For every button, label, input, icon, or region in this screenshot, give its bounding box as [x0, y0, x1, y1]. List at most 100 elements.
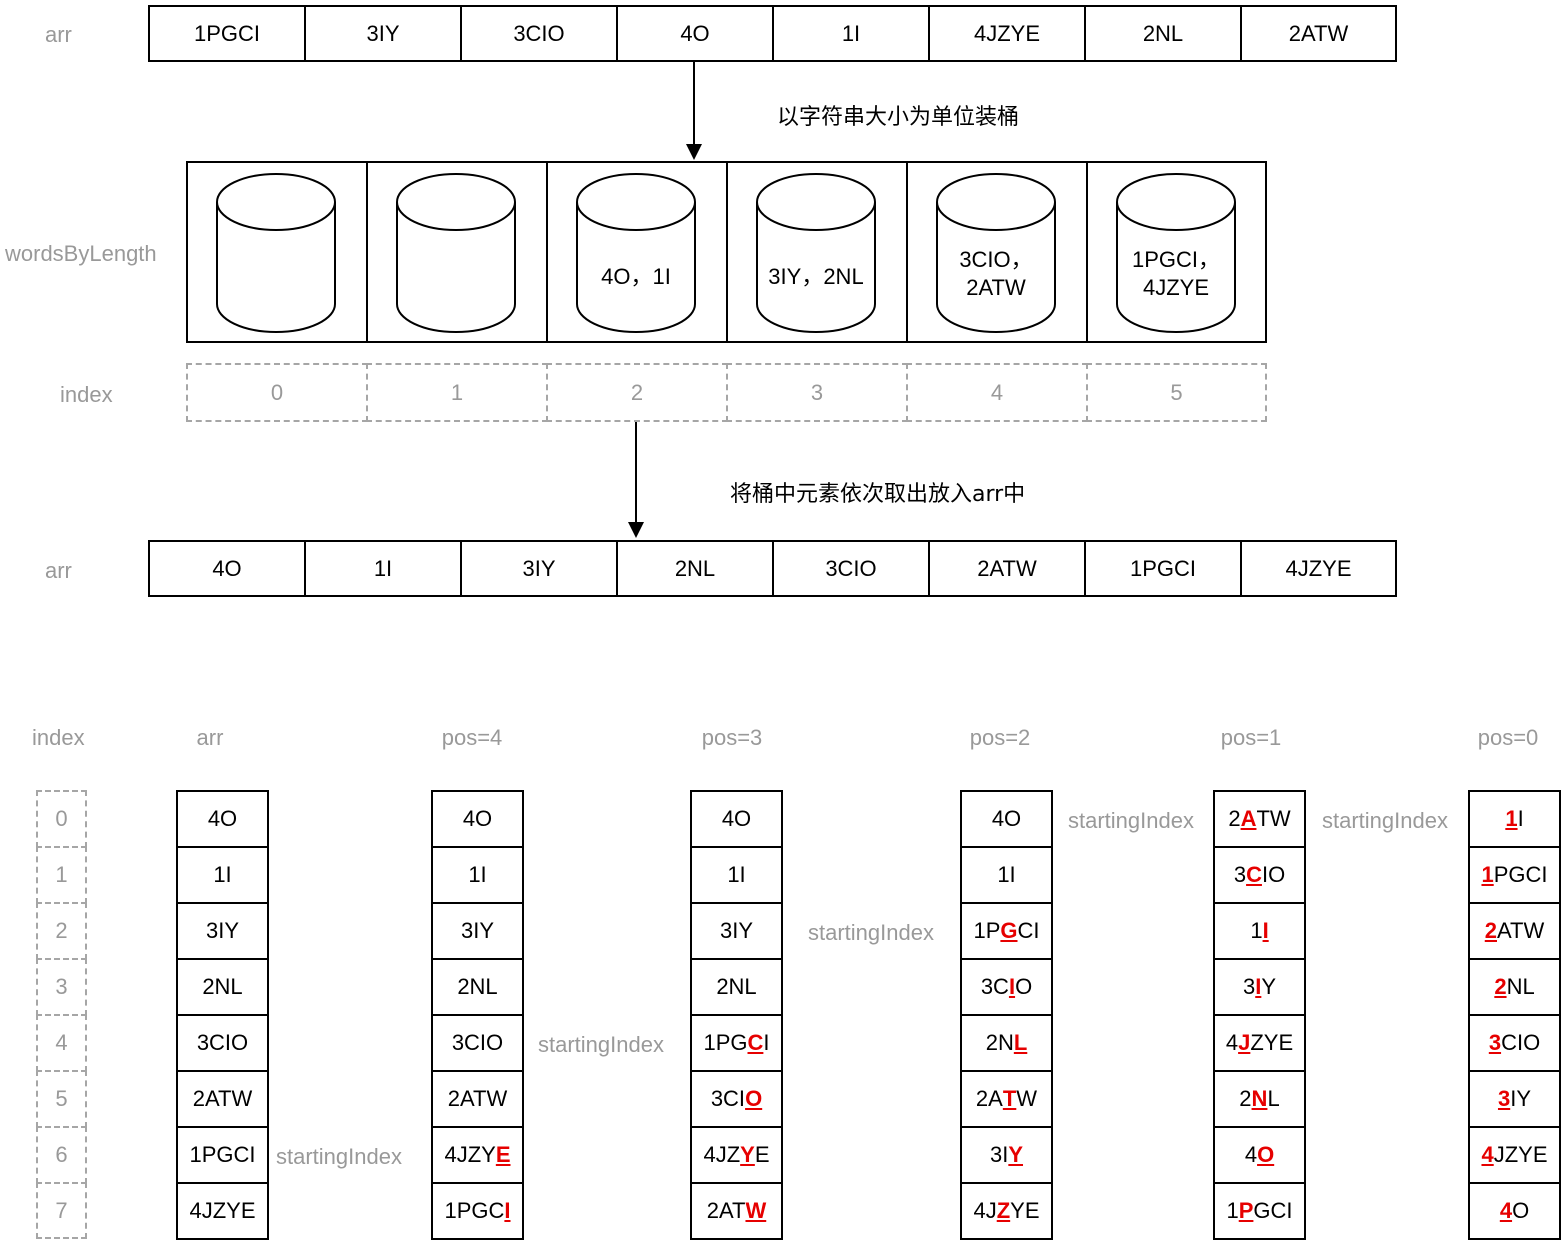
- bucket-contents: 4O，1I: [601, 264, 671, 289]
- entry-text: 3I: [989, 1142, 1009, 1167]
- column-title: pos=4: [441, 725, 503, 750]
- bucket-contents: 3CIO，: [959, 247, 1033, 272]
- bucket-entry: 4JZYE: [176, 1182, 269, 1240]
- index-cell: 4: [36, 1014, 87, 1072]
- bucket-entry: 1I: [960, 846, 1053, 904]
- bucket-entry: 1I: [431, 846, 524, 904]
- radix-digit-highlight: I: [504, 1198, 511, 1223]
- bucket-entry: 3CIO: [431, 1014, 524, 1072]
- bucket-contents: 1PGCI，: [1131, 247, 1221, 272]
- column-title: pos=2: [969, 725, 1031, 750]
- entry-text: Y: [1261, 974, 1277, 999]
- arrow-head-2: [628, 522, 644, 538]
- bucket-cylinder-icon: [396, 172, 516, 334]
- entry-text: 3CI: [710, 1086, 746, 1111]
- index-label-bottom: index: [32, 725, 85, 750]
- index-cell: 0: [186, 363, 368, 422]
- bucket-entry: 1PGCI: [176, 1126, 269, 1184]
- arr-cell: 2ATW: [928, 540, 1086, 597]
- bucket-cylinder-icon: [216, 172, 336, 334]
- buckets-label: wordsByLength: [5, 241, 157, 266]
- arr-cell: 4JZYE: [1240, 540, 1397, 597]
- radix-digit-highlight: C: [1246, 862, 1262, 887]
- arr-cell: 4JZYE: [928, 5, 1086, 62]
- starting-index-label: startingIndex: [1322, 808, 1448, 833]
- bucket-entry: 4O: [690, 790, 783, 848]
- arr-cell: 2NL: [1084, 5, 1242, 62]
- index-cell: 1: [366, 363, 548, 422]
- radix-digit-highlight: 1: [1505, 806, 1518, 831]
- entry-text: 3: [1233, 862, 1247, 887]
- entry-text: IO: [1261, 862, 1286, 887]
- entry-text: 1P: [973, 918, 1001, 943]
- bucket-entry: 1I: [690, 846, 783, 904]
- entry-text: ZYE: [1250, 1030, 1294, 1055]
- arr-cell: 1I: [772, 5, 930, 62]
- entry-text: L: [1267, 1086, 1280, 1111]
- entry-text: CIO: [1501, 1030, 1541, 1055]
- radix-digit-highlight: L: [1013, 1030, 1028, 1055]
- entry-text: 3: [1242, 974, 1256, 999]
- index-cell: 0: [36, 790, 87, 848]
- arr-cell: 4O: [148, 540, 306, 597]
- radix-digit-highlight: N: [1251, 1086, 1268, 1111]
- bucket-entry: 4O: [176, 790, 269, 848]
- radix-digit-highlight: I: [1262, 918, 1269, 943]
- radix-digit-highlight: I: [1255, 974, 1262, 999]
- entry-text: 1PG: [703, 1030, 748, 1055]
- entry-text: CI: [1017, 918, 1040, 943]
- index-cell: 7: [36, 1182, 87, 1239]
- arr-label-result: arr: [45, 558, 72, 583]
- bucket-cylinder-icon: 1PGCI， 4JZYE: [1116, 172, 1236, 334]
- arr-label-top: arr: [45, 22, 72, 47]
- index-cell: 5: [1086, 363, 1267, 422]
- entry-text: 4J: [973, 1198, 997, 1223]
- entry-text: I: [1517, 806, 1524, 831]
- entry-text: JZYE: [1493, 1142, 1548, 1167]
- entry-text: 4: [1244, 1142, 1258, 1167]
- index-cell: 2: [546, 363, 728, 422]
- entry-text: YE: [1010, 1198, 1040, 1223]
- entry-text: ATW: [1497, 918, 1545, 943]
- step2-note: 将桶中元素依次取出放入arr中: [730, 482, 1026, 507]
- bucket-contents: 2ATW: [966, 275, 1026, 300]
- entry-text: 2A: [975, 1086, 1003, 1111]
- entry-text: 4JZ: [703, 1142, 741, 1167]
- starting-index-label: startingIndex: [276, 1144, 402, 1169]
- arr-cell: 1I: [304, 540, 462, 597]
- starting-index-label: startingIndex: [538, 1032, 664, 1057]
- entry-text: IY: [1510, 1086, 1532, 1111]
- index-cell: 1: [36, 846, 87, 904]
- radix-digit-highlight: C: [747, 1030, 764, 1055]
- radix-digit-highlight: Z: [996, 1198, 1011, 1223]
- column-title: arr: [196, 725, 224, 750]
- radix-digit-highlight: 3: [1497, 1086, 1511, 1111]
- radix-digit-highlight: 3: [1488, 1030, 1502, 1055]
- index-cell: 3: [36, 958, 87, 1016]
- entry-text: 2AT: [706, 1198, 746, 1223]
- entry-text: W: [1016, 1086, 1038, 1111]
- radix-digit-highlight: G: [1000, 918, 1018, 943]
- entry-text: GCI: [1253, 1198, 1293, 1223]
- entry-text: 2N: [985, 1030, 1014, 1055]
- bucket-entry: 3IY: [176, 902, 269, 960]
- arr-cell: 4O: [616, 5, 774, 62]
- radix-digit-highlight: Y: [740, 1142, 755, 1167]
- entry-text: NL: [1506, 974, 1535, 999]
- bucket-contents: 4JZYE: [1142, 275, 1210, 300]
